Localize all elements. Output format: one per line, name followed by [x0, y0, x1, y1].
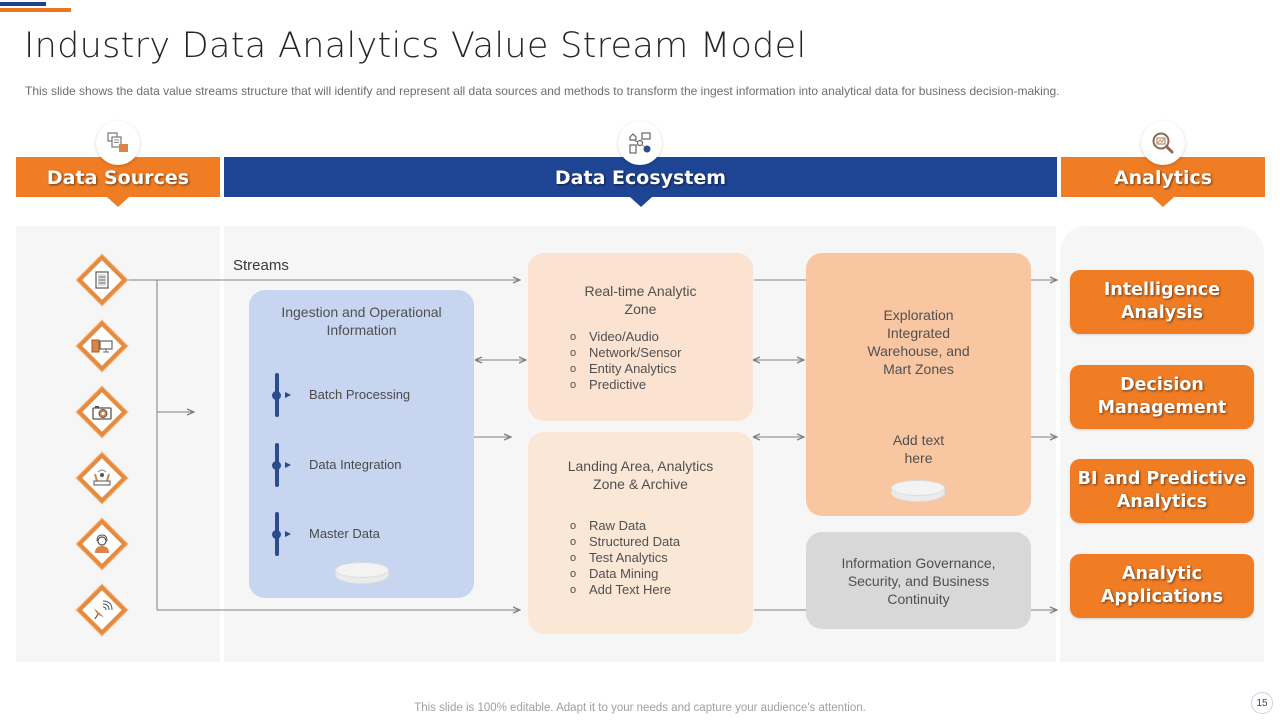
ingestion-item-label: Master Data — [309, 526, 380, 541]
page-subtitle: This slide shows the data value streams … — [25, 84, 1060, 98]
page-title: Industry Data Analytics Value Stream Mod… — [24, 26, 807, 66]
list-item: Entity Analytics — [570, 361, 753, 377]
realtime-list: Video/Audio Network/Sensor Entity Analyt… — [570, 329, 753, 393]
analytics-bi-predictive: BI and Predictive Analytics — [1070, 459, 1254, 523]
source-support-agent — [76, 518, 128, 570]
governance-box: Information Governance, Security, and Bu… — [806, 532, 1031, 629]
ingestion-item: Master Data — [272, 512, 452, 556]
list-item: Predictive — [570, 377, 753, 393]
database-disk-icon — [891, 480, 945, 504]
accent-bar-blue — [0, 2, 46, 6]
landing-title: Landing Area, Analytics Zone & Archive — [567, 458, 714, 492]
list-item: Raw Data — [570, 518, 753, 534]
camera-icon — [80, 390, 124, 434]
list-item: Structured Data — [570, 534, 753, 550]
source-camera — [76, 386, 128, 438]
source-computer — [76, 320, 128, 372]
header-analytics-label: Analytics — [1113, 167, 1213, 189]
ingestion-title: Ingestion and Operational Information — [281, 304, 442, 338]
realtime-title: Real-time Analytic Zone — [584, 283, 697, 317]
header-notch — [107, 197, 129, 207]
analytics-intelligence-analysis: Intelligence Analysis — [1070, 270, 1254, 334]
header-notch — [1152, 197, 1174, 207]
database-disk-icon — [335, 562, 389, 586]
exploration-title: Exploration Integrated Warehouse, and Ma… — [867, 307, 970, 377]
list-item: Video/Audio — [570, 329, 753, 345]
governance-title: Information Governance, Security, and Bu… — [841, 555, 996, 607]
ingestion-item: Data Integration — [272, 443, 452, 487]
streams-label: Streams — [233, 257, 289, 274]
analytics-decision-management: Decision Management — [1070, 365, 1254, 429]
sources-panel — [16, 226, 220, 662]
exploration-note: Add text here — [892, 432, 945, 466]
document-icon — [80, 258, 124, 302]
satellite-dish-icon — [80, 588, 124, 632]
list-item: Add Text Here — [570, 582, 753, 598]
computer-icon — [80, 324, 124, 368]
ingestion-item-label: Batch Processing — [309, 387, 411, 402]
footer-note: This slide is 100% editable. Adapt it to… — [414, 702, 866, 714]
source-satellite-dish — [76, 584, 128, 636]
landing-zone-box: Landing Area, Analytics Zone & Archive R… — [528, 432, 753, 634]
ingestion-item-label: Data Integration — [309, 457, 402, 472]
header-data-sources-label: Data Sources — [46, 167, 190, 189]
network-devices-icon — [618, 121, 662, 165]
list-item: Network/Sensor — [570, 345, 753, 361]
router-icon — [80, 456, 124, 500]
analytics-applications: Analytic Applications — [1070, 554, 1254, 618]
exploration-zone-box: Exploration Integrated Warehouse, and Ma… — [806, 253, 1031, 516]
header-data-ecosystem-label: Data Ecosystem — [554, 167, 727, 189]
source-document — [76, 254, 128, 306]
magnifier-chart-icon — [1141, 121, 1185, 165]
realtime-zone-box: Real-time Analytic Zone Video/Audio Netw… — [528, 253, 753, 421]
ingestion-item: Batch Processing — [272, 373, 452, 417]
list-item: Data Mining — [570, 566, 753, 582]
header-notch — [629, 197, 652, 207]
support-agent-icon — [80, 522, 124, 566]
page-number: 15 — [1251, 692, 1273, 714]
landing-list: Raw Data Structured Data Test Analytics … — [570, 518, 753, 598]
header-data-ecosystem: Data Ecosystem — [224, 157, 1057, 207]
list-item: Test Analytics — [570, 550, 753, 566]
accent-bar-orange — [0, 8, 71, 12]
documents-icon — [96, 121, 140, 165]
ingestion-box: Ingestion and Operational Information Ba… — [249, 290, 474, 598]
source-router — [76, 452, 128, 504]
